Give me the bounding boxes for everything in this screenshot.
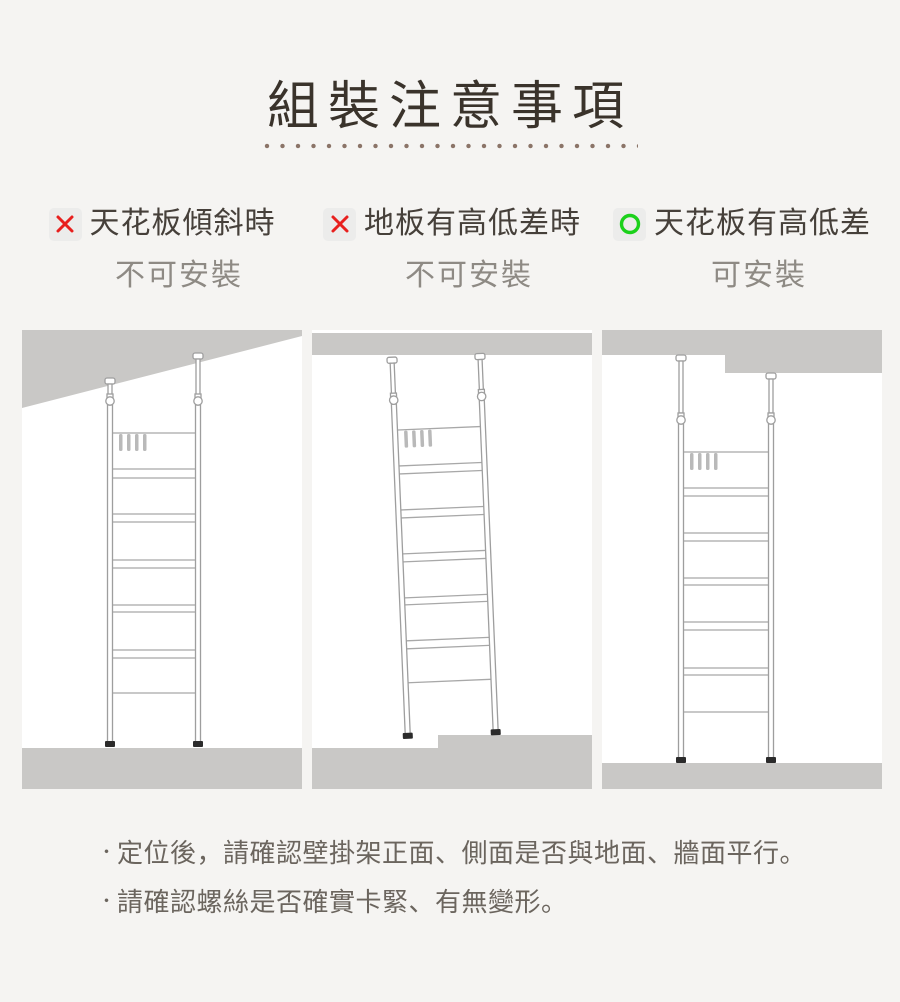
condition-ceiling-height-difference: 天花板有高低差 可安裝 [602,204,882,294]
assembly-notes: ・ 定位後，請確認壁掛架正面、側面是否與地面、牆面平行。 ・ 請確認螺絲是否確實… [98,836,806,934]
condition-text: 天花板有高低差 [654,207,871,240]
flat-ceiling-shape [312,333,592,355]
left-pole-cap [386,356,398,364]
hooks [690,453,718,470]
dotted-divider [264,143,638,149]
feet [402,728,501,740]
circle-icon [613,207,646,241]
condition-line: 天花板傾斜時 [48,204,276,244]
condition-slanted-ceiling: 天花板傾斜時 不可安裝 [22,204,302,294]
tilted-rack-illustration [386,352,501,740]
right-pole-joint [476,391,487,402]
left-pole-cap [675,354,687,362]
note-bullet: ・ [98,892,115,911]
condition-line: 地板有高低差時 [323,204,581,244]
hooks [119,434,147,451]
floor-shape [22,748,302,789]
note-item: ・ 請確認螺絲是否確實卡緊、有無變形。 [98,885,806,919]
page-title: 組裝注意事項 [266,78,633,136]
cross-icon [48,207,82,241]
left-pole [390,403,411,735]
diagram-floor-height-difference [312,330,592,789]
conditions-row: 天花板傾斜時 不可安裝 地板有高低差時 不可安裝 天花板有高低差 可安裝 [22,204,882,294]
feet [676,757,776,763]
condition-text: 地板有高低差時 [364,207,581,240]
condition-verdict: 不可安裝 [405,259,533,292]
condition-line: 天花板有高低差 [613,204,871,244]
condition-verdict: 不可安裝 [115,259,243,292]
slanted-ceiling-shape [22,330,302,408]
hooks [404,429,433,448]
left-pole-joint [388,395,399,405]
floor-step-shape [438,735,592,789]
rack-illustration [675,354,777,763]
left-pole-cap [104,377,116,385]
cross-glyph [56,215,74,233]
note-bullet: ・ [98,843,115,862]
ceiling-step-shape [725,330,882,373]
right-pole [478,399,499,731]
right-pole-joint [193,396,203,406]
condition-text: 天花板傾斜時 [89,207,276,240]
diagram-slanted-ceiling [22,330,302,789]
right-pole [194,404,202,743]
right-pole-cap [765,372,777,380]
note-item: ・ 定位後，請確認壁掛架正面、側面是否與地面、牆面平行。 [98,836,806,870]
note-text: 定位後，請確認壁掛架正面、側面是否與地面、牆面平行。 [117,838,807,868]
cross-glyph [331,215,348,233]
condition-floor-height-difference: 地板有高低差時 不可安裝 [312,204,592,294]
left-pole-joint [105,396,115,406]
cross-icon [323,207,356,241]
rack-illustration [104,352,204,747]
diagram-ceiling-height-difference [602,330,882,789]
diagram-panels [22,330,882,789]
note-text: 請確認螺絲是否確實卡緊、有無變形。 [117,887,568,917]
circle-glyph [619,213,640,235]
left-pole [106,404,114,743]
right-pole-cap [474,352,486,361]
condition-verdict: 可安裝 [711,259,807,292]
right-pole-joint [766,415,776,425]
feet [105,741,203,747]
left-pole [677,423,685,761]
floor-shape [602,763,882,789]
right-pole [767,423,775,761]
right-pole-cap [192,352,204,360]
left-pole-joint [676,415,686,425]
